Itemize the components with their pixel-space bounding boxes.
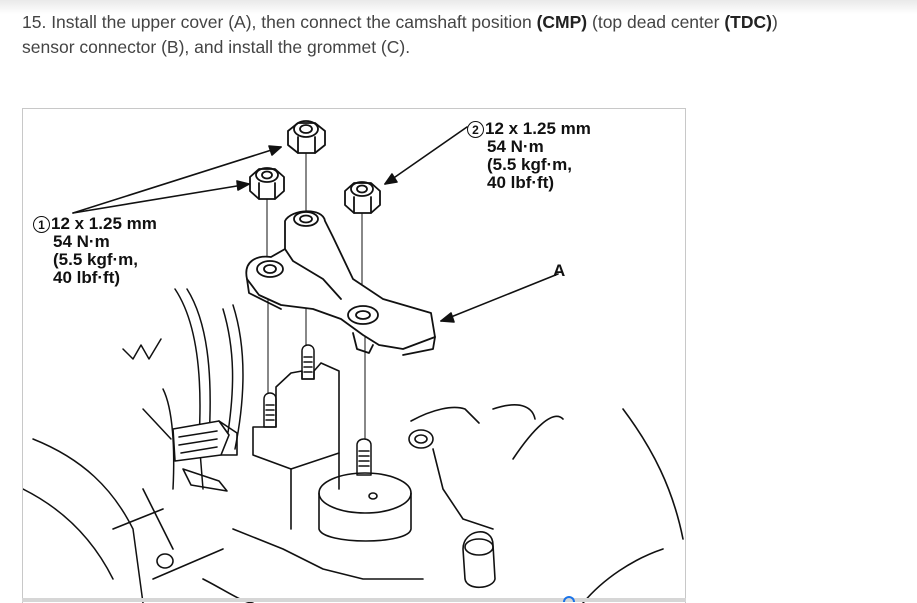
instruction-part3: ) (771, 12, 778, 32)
top-shadow (0, 0, 917, 14)
callout-2-number: 2 (467, 121, 484, 138)
callout-1-torque-nm: 54 N·m (53, 232, 110, 251)
instruction-part2: (top dead center (587, 12, 725, 32)
callout-2-size: 12 x 1.25 mm (485, 119, 591, 138)
callout-1-torque-kgf: (5.5 kgf·m, (53, 250, 139, 269)
instruction-tdc: (TDC) (724, 12, 772, 32)
callout-2-leader (384, 126, 468, 185)
label-a: A (553, 261, 566, 280)
label-a-leader (440, 273, 559, 323)
bottom-rule (22, 598, 686, 602)
callout-1-size: 12 x 1.25 mm (51, 214, 157, 233)
partial-icon (563, 596, 575, 602)
engine-diagram (23, 120, 684, 603)
instruction-cmp: (CMP) (536, 12, 588, 32)
nut-middle (249, 167, 285, 200)
stud-left (263, 392, 277, 428)
callout-2-torque-nm: 54 N·m (487, 137, 544, 156)
callout-1-number: 1 (33, 216, 50, 233)
stud-middle (301, 344, 315, 380)
engine-block (112, 362, 684, 603)
callout-2-torque-kgf: (5.5 kgf·m, (487, 155, 573, 174)
instruction-text: 15. Install the upper cover (A), then co… (22, 10, 902, 60)
instruction-line2: sensor connector (B), and install the gr… (22, 37, 411, 57)
instruction-part1: 15. Install the upper cover (A), then co… (22, 12, 537, 32)
callout-2-torque-lbf: 40 lbf·ft) (487, 173, 555, 192)
nut-right (344, 181, 381, 214)
sensor-connector (172, 420, 238, 492)
upper-cover-bracket (245, 210, 436, 356)
stud-right (356, 438, 372, 476)
nut-top (287, 120, 326, 154)
callout-1-torque-lbf: 40 lbf·ft) (53, 268, 121, 287)
callout-1-leaders (72, 145, 282, 214)
